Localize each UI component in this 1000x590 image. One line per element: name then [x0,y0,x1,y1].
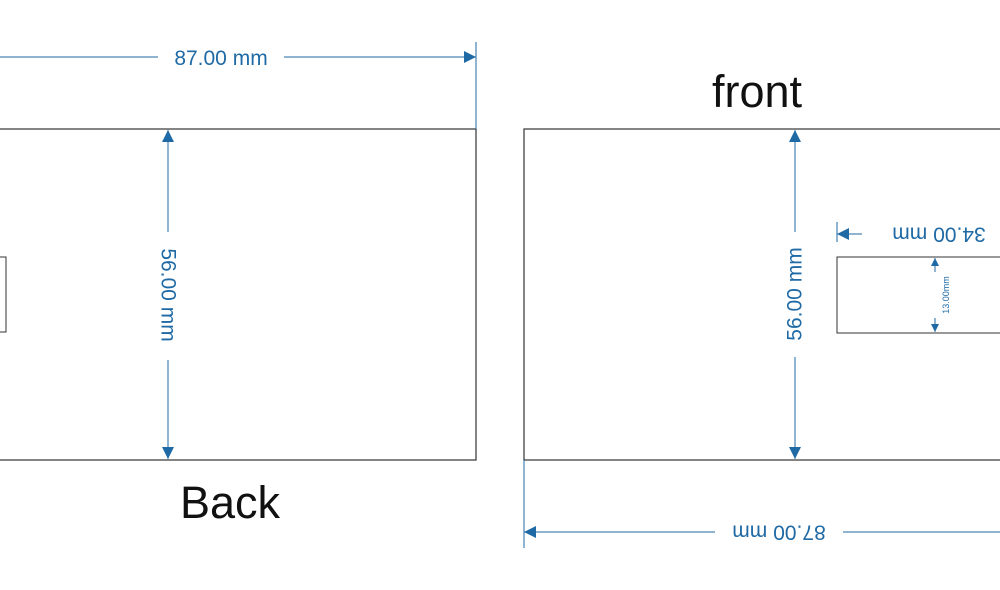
back-panel: 87.00 mm 56.00 mm Back [0,42,477,528]
front-height-dimension: 56.00 mm [784,130,807,459]
front-height-label: 56.00 mm [784,247,807,340]
back-width-label: 87.00 mm [174,47,267,70]
front-width-label: 87.00 mm [732,521,825,544]
front-cutout-width-dimension: 34.00 mm [836,222,986,246]
back-card-outline [0,128,477,461]
back-height-dimension: 56.00 mm [157,130,180,459]
back-cutout-outline [0,256,7,333]
front-panel: front 56.00 mm 34.00 mm 13.00mm 87.00 mm [523,66,1000,548]
front-cutout-height-label: 13.00mm [941,276,951,314]
front-title: front [712,66,803,117]
back-width-dimension: 87.00 mm [0,42,477,129]
back-height-label: 56.00 mm [157,248,180,341]
front-width-dimension: 87.00 mm [523,460,1000,548]
front-cutout-height-dimension: 13.00mm [931,258,951,332]
front-cutout-width-label: 34.00 mm [892,223,985,246]
front-card-outline [523,128,1000,461]
front-cutout-outline [836,256,1000,334]
back-title: Back [180,477,281,528]
